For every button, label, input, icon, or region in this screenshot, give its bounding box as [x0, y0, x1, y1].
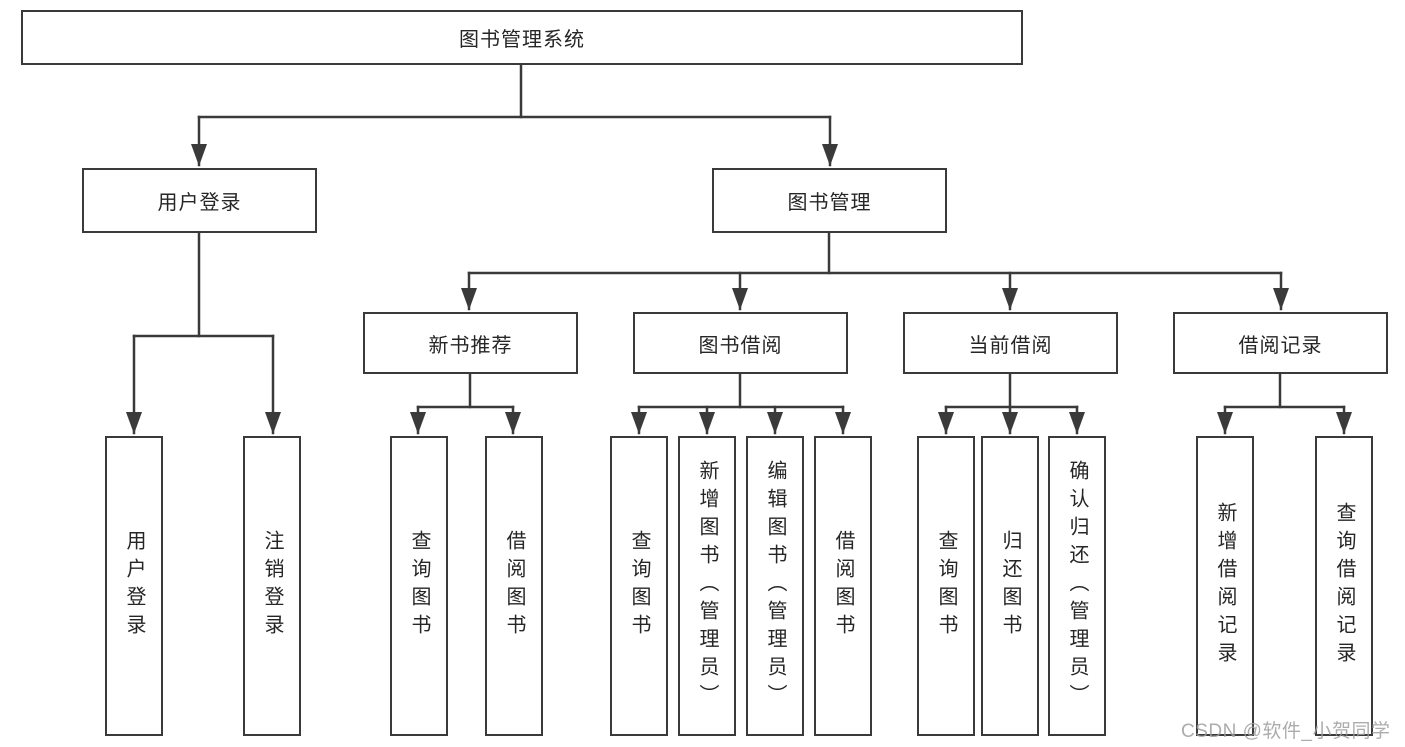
leaf-add-borrow-record: 新增借阅记录 — [1196, 436, 1254, 736]
node-borrow-records: 借阅记录 — [1173, 312, 1388, 374]
leaf-borrow-books-recommend: 借阅图书 — [485, 436, 543, 736]
leaf-query-books-recommend: 查询图书 — [390, 436, 448, 736]
leaf-query-books-current: 查询图书 — [917, 436, 975, 736]
leaf-user-login: 用户登录 — [105, 436, 163, 736]
leaf-query-borrow-record: 查询借阅记录 — [1315, 436, 1373, 736]
node-current-borrow: 当前借阅 — [903, 312, 1118, 374]
node-root: 图书管理系统 — [21, 10, 1023, 65]
leaf-edit-book-admin: 编辑图书（管理员） — [746, 436, 804, 736]
leaf-query-books-borrow: 查询图书 — [610, 436, 668, 736]
csdn-watermark: CSDN @软件_小贺同学 — [1181, 721, 1391, 742]
node-book-management: 图书管理 — [712, 168, 947, 233]
node-book-borrow: 图书借阅 — [633, 312, 848, 374]
node-user-login: 用户登录 — [82, 168, 317, 233]
leaf-return-book: 归还图书 — [981, 436, 1039, 736]
leaf-confirm-return-admin: 确认归还（管理员） — [1048, 436, 1106, 736]
node-new-book-recommend: 新书推荐 — [363, 312, 578, 374]
leaf-add-book-admin: 新增图书（管理员） — [678, 436, 736, 736]
leaf-logout: 注销登录 — [243, 436, 301, 736]
leaf-borrow-books-borrow: 借阅图书 — [814, 436, 872, 736]
